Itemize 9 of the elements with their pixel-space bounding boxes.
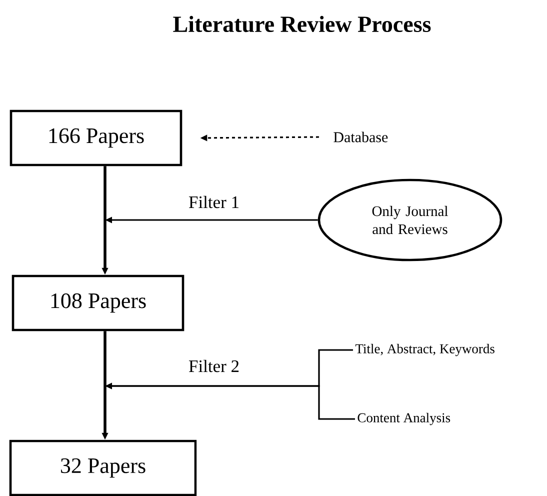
edge-label: Filter 2 [187,358,241,374]
title: Literature Review Process [173,16,431,32]
criterion-text: Title, Abstract, Keywords [355,344,494,356]
paper-count-box: 108 Papers [12,274,184,332]
criterion-text: Content Analysis [358,412,450,426]
paper-count-box: 166 Papers [10,110,182,166]
paper-count-box: 32 Papers [9,440,197,496]
source-text: Database [334,132,388,142]
edge-label: Filter 1 [187,194,241,210]
